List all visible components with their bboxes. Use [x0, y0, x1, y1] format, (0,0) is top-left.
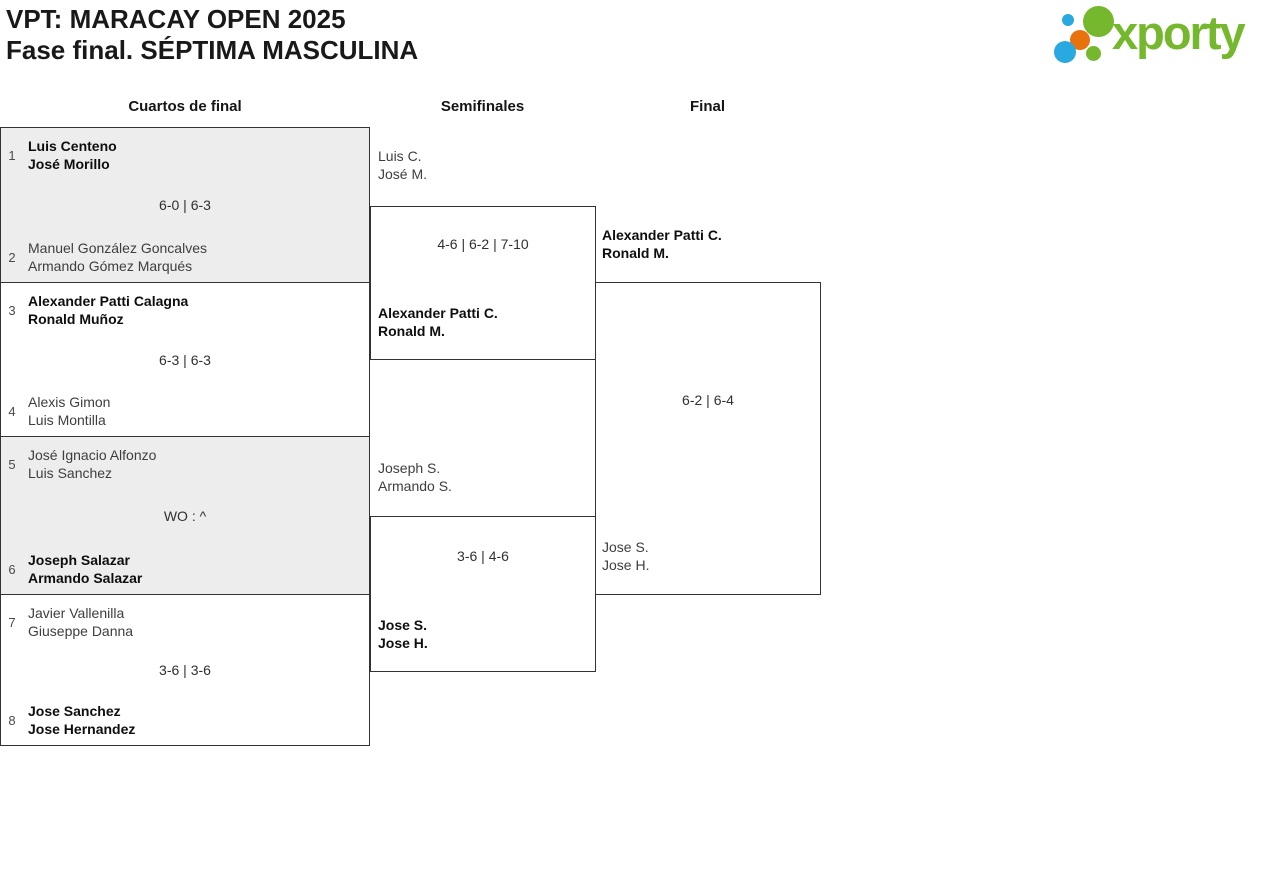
- player-name: Jose Hernandez: [28, 721, 136, 737]
- player-name: Ronald Muñoz: [28, 311, 124, 327]
- player-name: Armando Salazar: [28, 570, 143, 586]
- match-score: 6-0 | 6-3: [159, 197, 211, 213]
- player-name: Jose H.: [378, 635, 428, 651]
- player-name: Alexander Patti Calagna: [28, 293, 189, 309]
- seed-number: 2: [8, 249, 16, 265]
- player-name: Joseph Salazar: [28, 552, 130, 568]
- qf2-top-team: 3 Alexander Patti Calagna Ronald Muñoz: [1, 292, 369, 328]
- final-bottom-team: Jose S. Jose H.: [602, 538, 649, 574]
- logo-dot-icon: [1054, 41, 1076, 63]
- page-title: VPT: MARACAY OPEN 2025: [6, 4, 346, 34]
- match-score: 3-6 | 3-6: [159, 662, 211, 678]
- xporty-logo[interactable]: xporty: [1050, 0, 1280, 75]
- player-name: Manuel González Goncalves: [28, 240, 207, 256]
- seed-number: 1: [8, 147, 16, 163]
- player-name: Jose H.: [602, 557, 650, 573]
- match-score: 3-6 | 4-6: [457, 548, 509, 564]
- player-name: José Morillo: [28, 156, 110, 172]
- round-header-final: Final: [689, 98, 725, 115]
- match-score: 6-3 | 6-3: [159, 351, 211, 368]
- seed-number: 6: [8, 561, 16, 577]
- player-name: Alexis Gimon: [28, 394, 111, 410]
- player-name: Luis Montilla: [28, 412, 106, 428]
- sf1-bottom-team: Alexander Patti C. Ronald M.: [378, 304, 498, 340]
- qf4-bottom-team: 8 Jose Sanchez Jose Hernandez: [1, 702, 369, 738]
- qf-match-1: 1 Luis Centeno José Morillo 6-0 | 6-3 2 …: [0, 127, 370, 283]
- qf3-bottom-team: 6 Joseph Salazar Armando Salazar: [1, 551, 369, 587]
- logo-dot-icon: [1062, 14, 1074, 26]
- player-name: Joseph S.: [378, 460, 441, 476]
- player-name: Jose S.: [602, 539, 649, 555]
- logo-wordmark: xporty: [1112, 6, 1246, 59]
- player-name: Armando S.: [378, 478, 452, 494]
- final-match-box: [595, 282, 821, 595]
- sf1-top-team: Luis C. José M.: [378, 147, 427, 183]
- final-top-team: Alexander Patti C. Ronald M.: [602, 226, 722, 262]
- page-subtitle: Fase final. SÉPTIMA MASCULINA: [6, 35, 419, 65]
- seed-number: 7: [8, 614, 16, 630]
- match-score: 4-6 | 6-2 | 7-10: [437, 236, 529, 252]
- player-name: Luis Centeno: [28, 138, 117, 154]
- player-name: Alexander Patti C.: [602, 227, 722, 243]
- player-name: Ronald M.: [602, 245, 669, 261]
- qf3-top-team: 5 José Ignacio Alfonzo Luis Sanchez: [1, 446, 369, 482]
- sf2-bottom-team: Jose S. Jose H.: [378, 616, 428, 652]
- seed-number: 3: [8, 302, 16, 318]
- logo-dot-icon: [1083, 6, 1114, 37]
- qf-match-2: 3 Alexander Patti Calagna Ronald Muñoz 6…: [0, 283, 370, 437]
- match-score: WO : ^: [163, 507, 207, 524]
- player-name: Alexander Patti C.: [378, 305, 498, 321]
- match-score: 6-2 | 6-4: [682, 392, 734, 408]
- player-name: Luis C.: [378, 148, 422, 164]
- player-name: José Ignacio Alfonzo: [28, 447, 157, 463]
- player-name: Jose Sanchez: [28, 703, 121, 719]
- seed-number: 8: [8, 712, 16, 728]
- round-header-semifinals: Semifinales: [440, 98, 525, 115]
- qf-match-3: 5 José Ignacio Alfonzo Luis Sanchez WO :…: [0, 437, 370, 595]
- logo-dot-icon: [1086, 46, 1101, 61]
- player-name: Javier Vallenilla: [28, 605, 125, 621]
- header-title-block: VPT: MARACAY OPEN 2025 Fase final. SÉPTI…: [6, 4, 418, 66]
- qf1-top-team: 1 Luis Centeno José Morillo: [1, 137, 369, 173]
- logo-dot-icon: [1070, 30, 1090, 50]
- player-name: Luis Sanchez: [28, 465, 113, 481]
- player-name: Armando Gómez Marqués: [28, 258, 193, 274]
- seed-number: 5: [8, 456, 16, 472]
- sf2-top-team: Joseph S. Armando S.: [378, 459, 452, 495]
- qf4-top-team: 7 Javier Vallenilla Giuseppe Danna: [1, 604, 369, 640]
- round-header-quarterfinals: Cuartos de final: [128, 98, 242, 115]
- qf-match-4: 7 Javier Vallenilla Giuseppe Danna 3-6 |…: [0, 595, 370, 746]
- qf1-bottom-team: 2 Manuel González Goncalves Armando Góme…: [1, 239, 369, 275]
- player-name: Jose S.: [378, 617, 428, 633]
- qf2-bottom-team: 4 Alexis Gimon Luis Montilla: [1, 393, 369, 429]
- player-name: Ronald M.: [378, 323, 445, 339]
- seed-number: 4: [8, 403, 16, 419]
- player-name: José M.: [378, 166, 428, 182]
- player-name: Giuseppe Danna: [28, 623, 134, 639]
